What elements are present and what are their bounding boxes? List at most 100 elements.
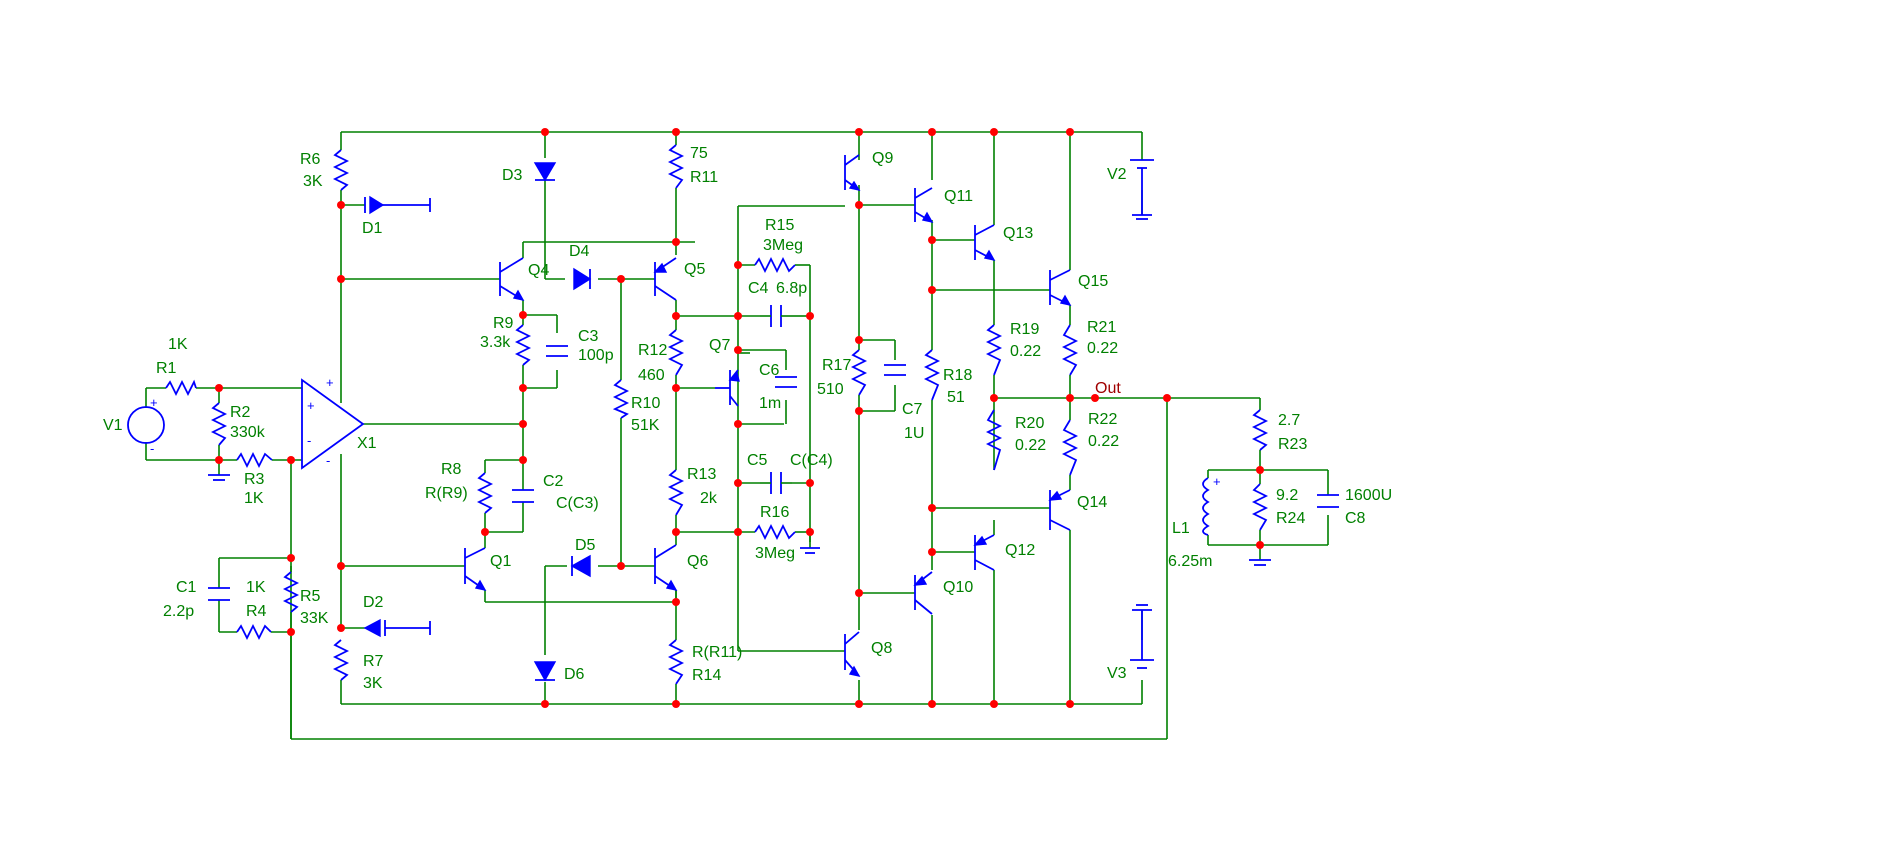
r9-value: 3.3k xyxy=(480,334,511,351)
q9-transistor-symbol xyxy=(844,154,861,192)
l1-inductor-symbol xyxy=(1202,477,1210,536)
r18-resistor-symbol xyxy=(923,349,941,401)
c3-label: C3 xyxy=(578,328,599,345)
r1-value: 1K xyxy=(168,336,188,353)
component-labels: 1K R1 R2 330k R3 1K V1 X1 R6 3K D1 D3 Q4… xyxy=(103,145,1392,692)
d5-diode-symbol xyxy=(570,554,591,578)
c2-value: C(C3) xyxy=(556,495,599,512)
r3-label: R3 xyxy=(244,471,265,488)
r4-value: 1K xyxy=(246,579,266,596)
r11-value: 75 xyxy=(690,145,708,162)
c4-capacitor-symbol xyxy=(760,305,795,327)
components: + - + - + - xyxy=(127,144,1339,685)
v1-label: V1 xyxy=(103,417,123,434)
svg-text:+: + xyxy=(150,395,158,410)
r17-value: 510 xyxy=(817,381,844,398)
c3-value: 100p xyxy=(578,347,614,364)
r9-label: R9 xyxy=(493,315,514,332)
r23-label: R23 xyxy=(1278,436,1307,453)
q11-label: Q11 xyxy=(944,188,973,205)
r23-value: 2.7 xyxy=(1278,412,1300,429)
r12-resistor-symbol xyxy=(667,329,685,376)
svg-text:-: - xyxy=(326,453,330,468)
r14-label: R14 xyxy=(692,667,721,684)
svg-text:+: + xyxy=(326,375,334,390)
r16-resistor-symbol xyxy=(754,523,796,541)
q10-transistor-symbol xyxy=(913,571,933,615)
r14-resistor-symbol xyxy=(667,639,685,685)
c7-capacitor-symbol xyxy=(884,364,906,376)
r7-label: R7 xyxy=(363,653,384,670)
d3-diode-symbol xyxy=(533,162,557,182)
q12-transistor-symbol xyxy=(973,534,995,571)
q7-label: Q7 xyxy=(709,337,730,354)
q5-label: Q5 xyxy=(684,261,705,278)
r7-resistor-symbol xyxy=(332,639,350,681)
r20-label: R20 xyxy=(1015,415,1044,432)
r16-value: 3Meg xyxy=(755,545,795,562)
r8-value: R(R9) xyxy=(425,485,468,502)
q7-transistor-symbol xyxy=(715,369,740,407)
r15-label: R15 xyxy=(765,217,794,234)
junction-nodes xyxy=(215,128,1264,708)
r22-value: 0.22 xyxy=(1088,433,1119,450)
r20-value: 0.22 xyxy=(1015,437,1046,454)
r12-label: R12 xyxy=(638,342,667,359)
c3-capacitor-symbol xyxy=(546,345,568,357)
q14-transistor-symbol xyxy=(1048,489,1071,531)
ground-symbol xyxy=(208,474,230,481)
r2-resistor-symbol xyxy=(210,402,228,446)
svg-text:-: - xyxy=(307,433,311,448)
q13-label: Q13 xyxy=(1003,225,1033,242)
q10-label: Q10 xyxy=(943,579,973,596)
d6-diode-symbol xyxy=(533,661,557,682)
c6-value: 1m xyxy=(759,395,781,412)
c8-capacitor-symbol xyxy=(1317,494,1339,508)
r8-resistor-symbol xyxy=(476,472,494,514)
l1-label: L1 xyxy=(1172,520,1190,537)
svg-text:+: + xyxy=(1213,474,1221,489)
r10-value: 51K xyxy=(631,417,660,434)
r7-value: 3K xyxy=(363,675,383,692)
svg-text:+: + xyxy=(307,398,315,413)
q1-label: Q1 xyxy=(490,553,511,570)
r5-label: R5 xyxy=(300,588,321,605)
r11-resistor-symbol xyxy=(667,144,685,189)
d4-diode-symbol xyxy=(573,267,592,291)
r2-label: R2 xyxy=(230,404,251,421)
l1-value: 6.25m xyxy=(1168,553,1212,570)
r18-value: 51 xyxy=(947,389,965,406)
d3-label: D3 xyxy=(502,167,523,184)
r5-value: 33K xyxy=(300,610,329,627)
r13-value: 2k xyxy=(700,490,718,507)
c6-label: C6 xyxy=(759,362,780,379)
r11-label: R11 xyxy=(690,169,718,186)
ground-symbol xyxy=(1249,559,1271,566)
d1-zener-symbol xyxy=(364,195,431,215)
r21-label: R21 xyxy=(1087,319,1116,336)
c1-capacitor-symbol xyxy=(208,587,230,601)
r12-value: 460 xyxy=(638,367,665,384)
r9-resistor-symbol xyxy=(514,324,532,366)
v1-source-symbol xyxy=(127,406,165,444)
r1-resistor-symbol xyxy=(165,379,197,397)
x1-opamp-symbol xyxy=(301,378,365,470)
c5-value: C(C4) xyxy=(790,452,833,469)
d2-label: D2 xyxy=(363,594,384,611)
q4-label: Q4 xyxy=(528,262,549,279)
r6-value: 3K xyxy=(303,173,323,190)
r13-resistor-symbol xyxy=(667,469,685,516)
r3-resistor-symbol xyxy=(236,451,273,469)
q12-label: Q12 xyxy=(1005,542,1035,559)
q4-transistor-symbol xyxy=(499,257,525,302)
q6-transistor-symbol xyxy=(654,544,678,592)
c8-label: C8 xyxy=(1345,510,1366,527)
r18-label: R18 xyxy=(943,367,972,384)
c4-value: 6.8p xyxy=(776,280,807,297)
r21-value: 0.22 xyxy=(1087,340,1118,357)
c6-capacitor-symbol xyxy=(775,376,797,388)
c4-label: C4 xyxy=(748,280,769,297)
r4-label: R4 xyxy=(246,603,267,620)
c1-label: C1 xyxy=(176,579,197,596)
q8-transistor-symbol xyxy=(844,631,861,678)
